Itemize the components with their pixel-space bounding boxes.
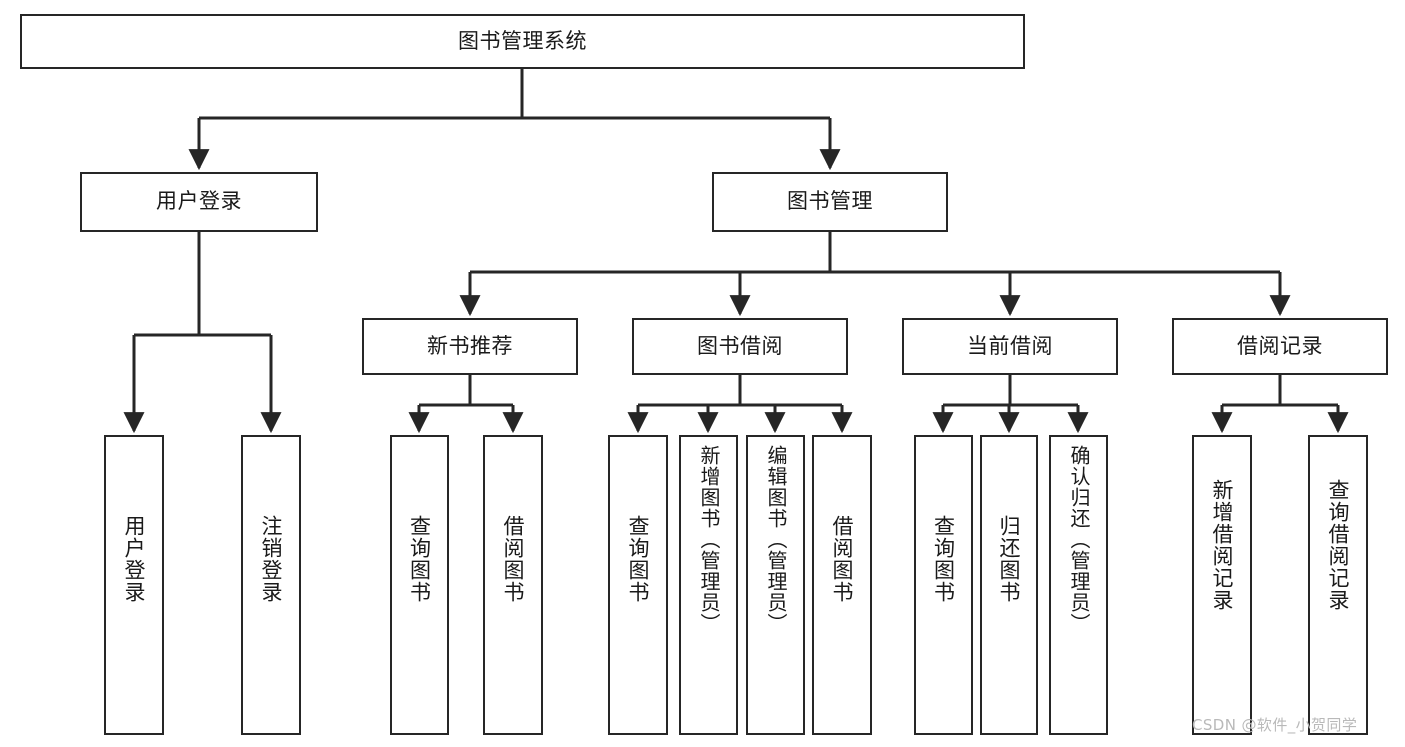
node-leaf-query-record[interactable]: 查询借阅记录 — [1308, 435, 1368, 735]
node-book-manage-label: 图书管理 — [787, 189, 873, 214]
node-borrow-record[interactable]: 借阅记录 — [1172, 318, 1388, 375]
node-leaf-query-book-2-label: 查询图书 — [626, 515, 651, 603]
node-leaf-borrow-book-1-label: 借阅图书 — [501, 515, 526, 603]
node-leaf-query-book-1[interactable]: 查询图书 — [390, 435, 449, 735]
node-user-login-label: 用户登录 — [156, 189, 242, 214]
node-current-borrow-label: 当前借阅 — [967, 333, 1053, 358]
node-new-book-rec-label: 新书推荐 — [427, 333, 513, 358]
node-leaf-confirm-return-label: 确认归还（管理员） — [1067, 445, 1091, 634]
node-leaf-borrow-book-1[interactable]: 借阅图书 — [483, 435, 543, 735]
node-borrow-record-label: 借阅记录 — [1237, 333, 1323, 358]
node-leaf-add-book[interactable]: 新增图书（管理员） — [679, 435, 738, 735]
node-leaf-return-book-label: 归还图书 — [997, 515, 1022, 603]
csdn-watermark: CSDN @软件_小贺同学 — [1192, 716, 1358, 734]
node-leaf-add-book-label: 新增图书（管理员） — [697, 445, 721, 634]
node-leaf-borrow-book-2-label: 借阅图书 — [830, 515, 855, 603]
node-leaf-borrow-book-2[interactable]: 借阅图书 — [812, 435, 872, 735]
node-leaf-query-book-3-label: 查询图书 — [931, 515, 956, 603]
node-leaf-logout[interactable]: 注销登录 — [241, 435, 301, 735]
node-new-book-rec[interactable]: 新书推荐 — [362, 318, 578, 375]
node-leaf-user-login[interactable]: 用户登录 — [104, 435, 164, 735]
node-leaf-confirm-return[interactable]: 确认归还（管理员） — [1049, 435, 1108, 735]
node-leaf-user-login-label: 用户登录 — [122, 515, 147, 603]
node-root[interactable]: 图书管理系统 — [20, 14, 1025, 69]
node-book-borrow-label: 图书借阅 — [697, 333, 783, 358]
node-book-borrow[interactable]: 图书借阅 — [632, 318, 848, 375]
node-leaf-query-book-2[interactable]: 查询图书 — [608, 435, 668, 735]
node-leaf-edit-book[interactable]: 编辑图书（管理员） — [746, 435, 805, 735]
node-leaf-query-book-1-label: 查询图书 — [407, 515, 432, 603]
node-leaf-query-record-label: 查询借阅记录 — [1326, 479, 1351, 611]
node-leaf-query-book-3[interactable]: 查询图书 — [914, 435, 973, 735]
node-user-login[interactable]: 用户登录 — [80, 172, 318, 232]
node-leaf-return-book[interactable]: 归还图书 — [980, 435, 1038, 735]
node-leaf-logout-label: 注销登录 — [259, 515, 284, 603]
node-current-borrow[interactable]: 当前借阅 — [902, 318, 1118, 375]
node-leaf-add-record-label: 新增借阅记录 — [1210, 479, 1235, 611]
node-root-label: 图书管理系统 — [458, 28, 587, 53]
node-book-manage[interactable]: 图书管理 — [712, 172, 948, 232]
node-leaf-add-record[interactable]: 新增借阅记录 — [1192, 435, 1252, 735]
node-leaf-edit-book-label: 编辑图书（管理员） — [764, 445, 788, 634]
